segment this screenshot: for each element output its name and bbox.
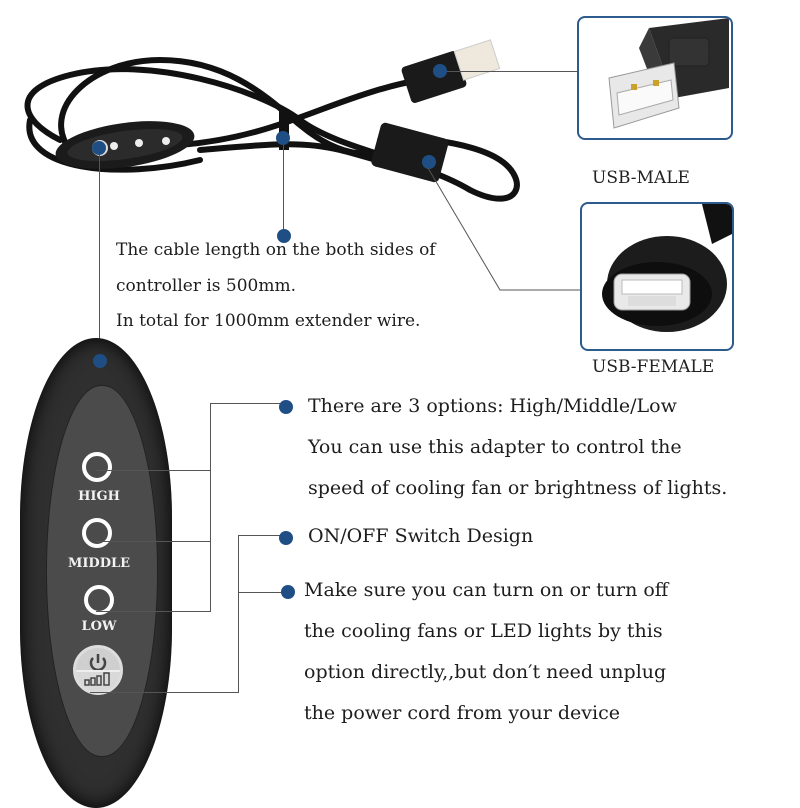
bullet-dot-switch [279,531,293,545]
feature-turnoff-line-1: Make sure you can turn on or turn off [304,579,669,601]
middle-button[interactable] [82,518,112,548]
callout-dot-cable-tie [276,131,290,145]
low-button-label: LOW [81,619,117,634]
high-button[interactable] [82,452,112,482]
connector-bracket-options [210,403,211,612]
usb-female-label: USB-FEMALE [592,357,715,377]
connector-low [96,611,211,612]
feature-turnoff-line-2: the cooling fans or LED lights by this [304,620,663,642]
low-button[interactable] [84,585,114,615]
feature-turnoff-line-4: the power cord from your device [304,702,620,724]
callout-line-controller [99,155,100,355]
connector-power [90,692,239,693]
usb-male-image [577,16,733,140]
connector-bracket-switch [238,535,239,693]
callout-dot-controller-small [92,141,106,155]
feature-switch-line-1: ON/OFF Switch Design [308,525,534,547]
connector-turnoff [238,592,282,593]
power-icon [89,654,107,672]
connector-switch [238,535,282,536]
callout-line-usb-female [427,167,580,291]
usb-female-image [580,202,734,351]
signal-bars-icon [84,672,110,686]
usb-male-label: USB-MALE [592,168,690,188]
callout-dot-usb-female [422,155,436,169]
callout-dot-cable-length [277,229,291,243]
connector-high [96,470,211,471]
callout-line-cable-tie [283,145,284,233]
cable-note-line-1: The cable length on the both sides of [116,240,436,260]
feature-turnoff-line-3: option directly,,but don′t need unplug [304,661,667,683]
callout-line-usb-male [447,71,577,72]
feature-options-line-2: You can use this adapter to control the [308,436,682,458]
middle-button-label: MIDDLE [67,556,131,571]
bullet-dot-options [279,400,293,414]
feature-options-line-3: speed of cooling fan or brightness of li… [308,477,728,499]
cable-photo [24,39,520,202]
connector-options [210,403,282,404]
bullet-dot-turnoff [281,585,295,599]
controller-face [46,385,158,757]
high-button-label: HIGH [78,489,120,504]
cable-note-line-2: controller is 500mm. [116,276,297,296]
callout-dot-controller [93,354,107,368]
callout-dot-usb-male [433,64,447,78]
power-button[interactable] [73,645,123,695]
cable-note-line-3: In total for 1000mm extender wire. [116,311,421,331]
feature-options-line-1: There are 3 options: High/Middle/Low [308,395,677,417]
connector-middle [96,541,211,542]
